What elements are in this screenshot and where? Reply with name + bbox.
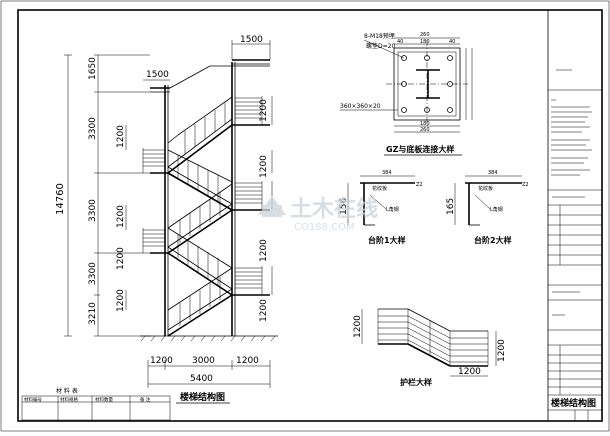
step1-title: 台阶1大样 [368,235,406,245]
stair-flight-5 [167,266,263,337]
dims-left-segments: 1650 3300 3300 3300 3210 [88,54,150,337]
dims-bottom: 1200 3000 1200 5400 [147,356,271,388]
top-platform [150,59,270,93]
dim-total-label: 14760 [55,183,66,215]
railing-dim-left: 1200 [353,315,363,338]
dim-bottom-2: 3000 [192,356,215,366]
step2-title: 台阶2大样 [474,235,512,245]
stair-elevation: 1500 1500 14760 1650 3300 3300 3300 321 [55,35,278,404]
dim-left-2: 3300 [88,117,98,140]
step1-dim-w: 384 [382,170,392,176]
dim-bottom-1: 1200 [150,356,173,366]
dim-right-3: 1200 [259,239,269,262]
step2-dim-h: 165 [446,198,456,215]
title-block-drawing-name: 楼梯结构图 [551,397,596,409]
materials-table: 材 料 表 材料编号 材料规格 材料数量 备 注 [21,387,171,421]
dim-bottom-total: 5400 [190,374,213,384]
dim-left-5: 3210 [88,302,98,325]
baseplate-dim-top-4: 40 [449,39,455,45]
stair-flight-4 [142,227,233,296]
dim-inner-left-2: 1200 [116,205,126,228]
dim-right-1: 1200 [259,99,269,122]
dim-top-label: 1500 [240,35,263,45]
step2-detail: 384 165 花纹板 L角钢 Z2 台阶2大样 [446,170,529,245]
step2-mark: Z2 [522,182,529,188]
stair-columns [164,62,236,336]
dims-right: 1200 1200 1200 1200 [259,96,273,322]
step1-label-top: 花纹板 [372,185,387,192]
dim-top-right: 1500 [231,35,271,60]
railing-detail: 1200 1200 1200 护栏大样 [353,308,507,387]
stair-flight-2 [142,148,233,211]
ground-line [140,335,278,342]
dim-top2-label: 1500 [146,70,169,80]
baseplate-dim-top-1: 260 [420,32,430,38]
dim-inner-left-1: 1200 [116,125,126,148]
watermark-url: CO188.COM [294,222,355,233]
baseplate-dim-top-3: 180 [420,39,430,45]
railing-dim-bottom: 1200 [458,367,481,377]
step1-dim-h: 156 [339,198,349,215]
dim-right-4: 1200 [259,299,269,322]
railing-title: 护栏大样 [400,377,432,387]
dim-inner-left-4: 1200 [116,289,126,312]
dim-right-2: 1200 [259,155,269,178]
stair-flight-1 [167,96,263,174]
materials-header-note: 备 注 [140,396,151,403]
dims-inner-left: 1200 1200 1200 1200 [116,125,127,312]
watermark-brand: 土木在线 [290,196,378,222]
dim-left-3: 3300 [88,199,98,222]
railing-dim-right: 1200 [497,339,507,362]
dim-bottom-3: 1200 [236,356,259,366]
baseplate-detail: 260 40 180 40 180 260 8-M18预埋 螺垫D=20 360… [340,32,473,156]
dim-total-height: 14760 [55,54,72,337]
watermark: 土木在线 CO188.COM [258,196,378,233]
dim-left-4: 3300 [88,262,98,285]
materials-header-code: 材料编号 [24,396,42,403]
materials-title: 材 料 表 [56,387,78,395]
materials-header-qty: 材料数量 [95,396,113,403]
baseplate-dim-top-2: 40 [397,39,403,45]
step1-detail: 384 156 花纹板 L角钢 Z2 台阶1大样 [339,170,423,245]
baseplate-title: GZ与底板连接大样 [386,144,454,154]
stair-flight-3 [167,181,263,254]
dim-inner-left-3: 1200 [116,247,126,270]
inner-border [17,9,603,422]
baseplate-pad-note: 螺垫D=20 [366,42,395,50]
baseplate-dim-bottom-2: 260 [420,127,430,133]
dim-top-left: 1500 [143,70,170,81]
materials-header-spec: 材料规格 [60,396,78,403]
elevation-title: 楼梯结构图 [180,391,225,403]
step1-label-mid: L角钢 [386,206,399,213]
baseplate-size-note: 360×360×20 [340,103,381,110]
baseplate-dim-bottom-1: 180 [420,121,430,127]
baseplate-bolt-note: 8-M18预埋 [364,32,395,40]
step1-mark: Z2 [416,182,423,188]
dim-left-1: 1650 [88,57,98,80]
step2-label-top: 花纹板 [478,185,493,192]
step2-dim-w: 384 [488,170,498,176]
step2-label-mid: L角钢 [490,206,503,213]
title-block: 楼梯结构图 [547,10,602,421]
